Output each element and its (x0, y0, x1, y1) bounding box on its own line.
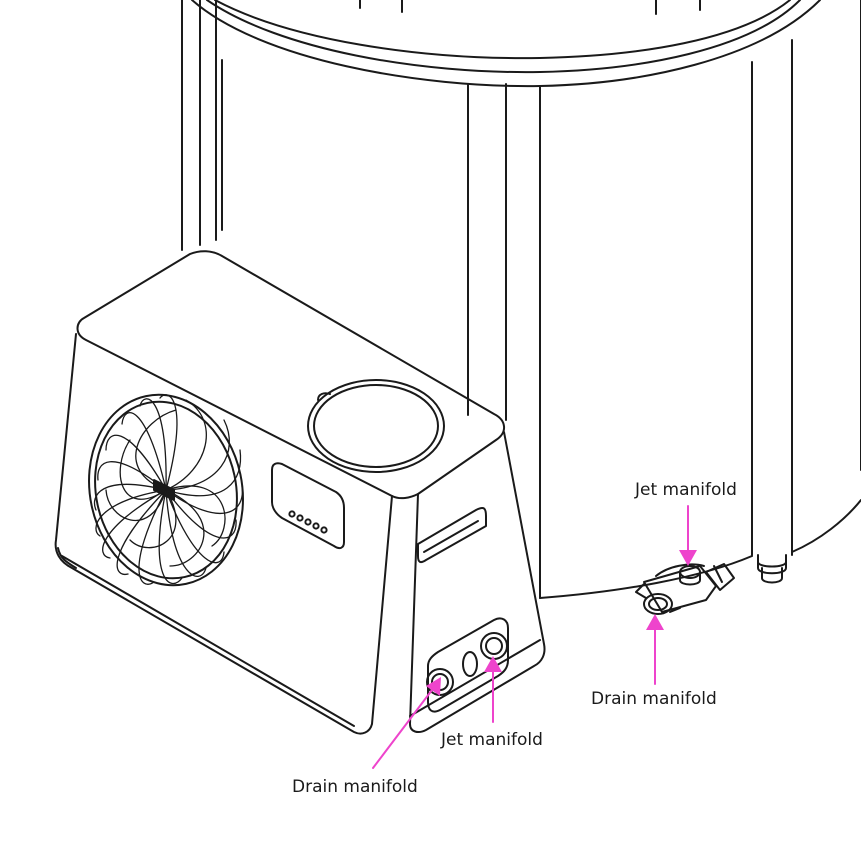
chiller-unit (54, 250, 546, 735)
tub-body (181, 0, 861, 599)
fan-grille (93, 394, 244, 585)
label-jet-manifold-unit: Jet manifold (441, 730, 543, 750)
label-jet-manifold-tub: Jet manifold (635, 480, 737, 500)
callout-jet-unit-arrowhead (484, 656, 502, 672)
label-drain-manifold-tub: Drain manifold (591, 689, 717, 709)
callout-drain-unit-arrowhead (426, 677, 441, 696)
callout-jet-right-arrowhead (679, 550, 697, 566)
tub-manifold-fitting (635, 563, 735, 615)
callout-drain-right-arrowhead (646, 614, 664, 630)
callouts (372, 505, 697, 769)
label-drain-manifold-unit: Drain manifold (292, 777, 418, 797)
callout-drain-unit-line (372, 689, 433, 769)
